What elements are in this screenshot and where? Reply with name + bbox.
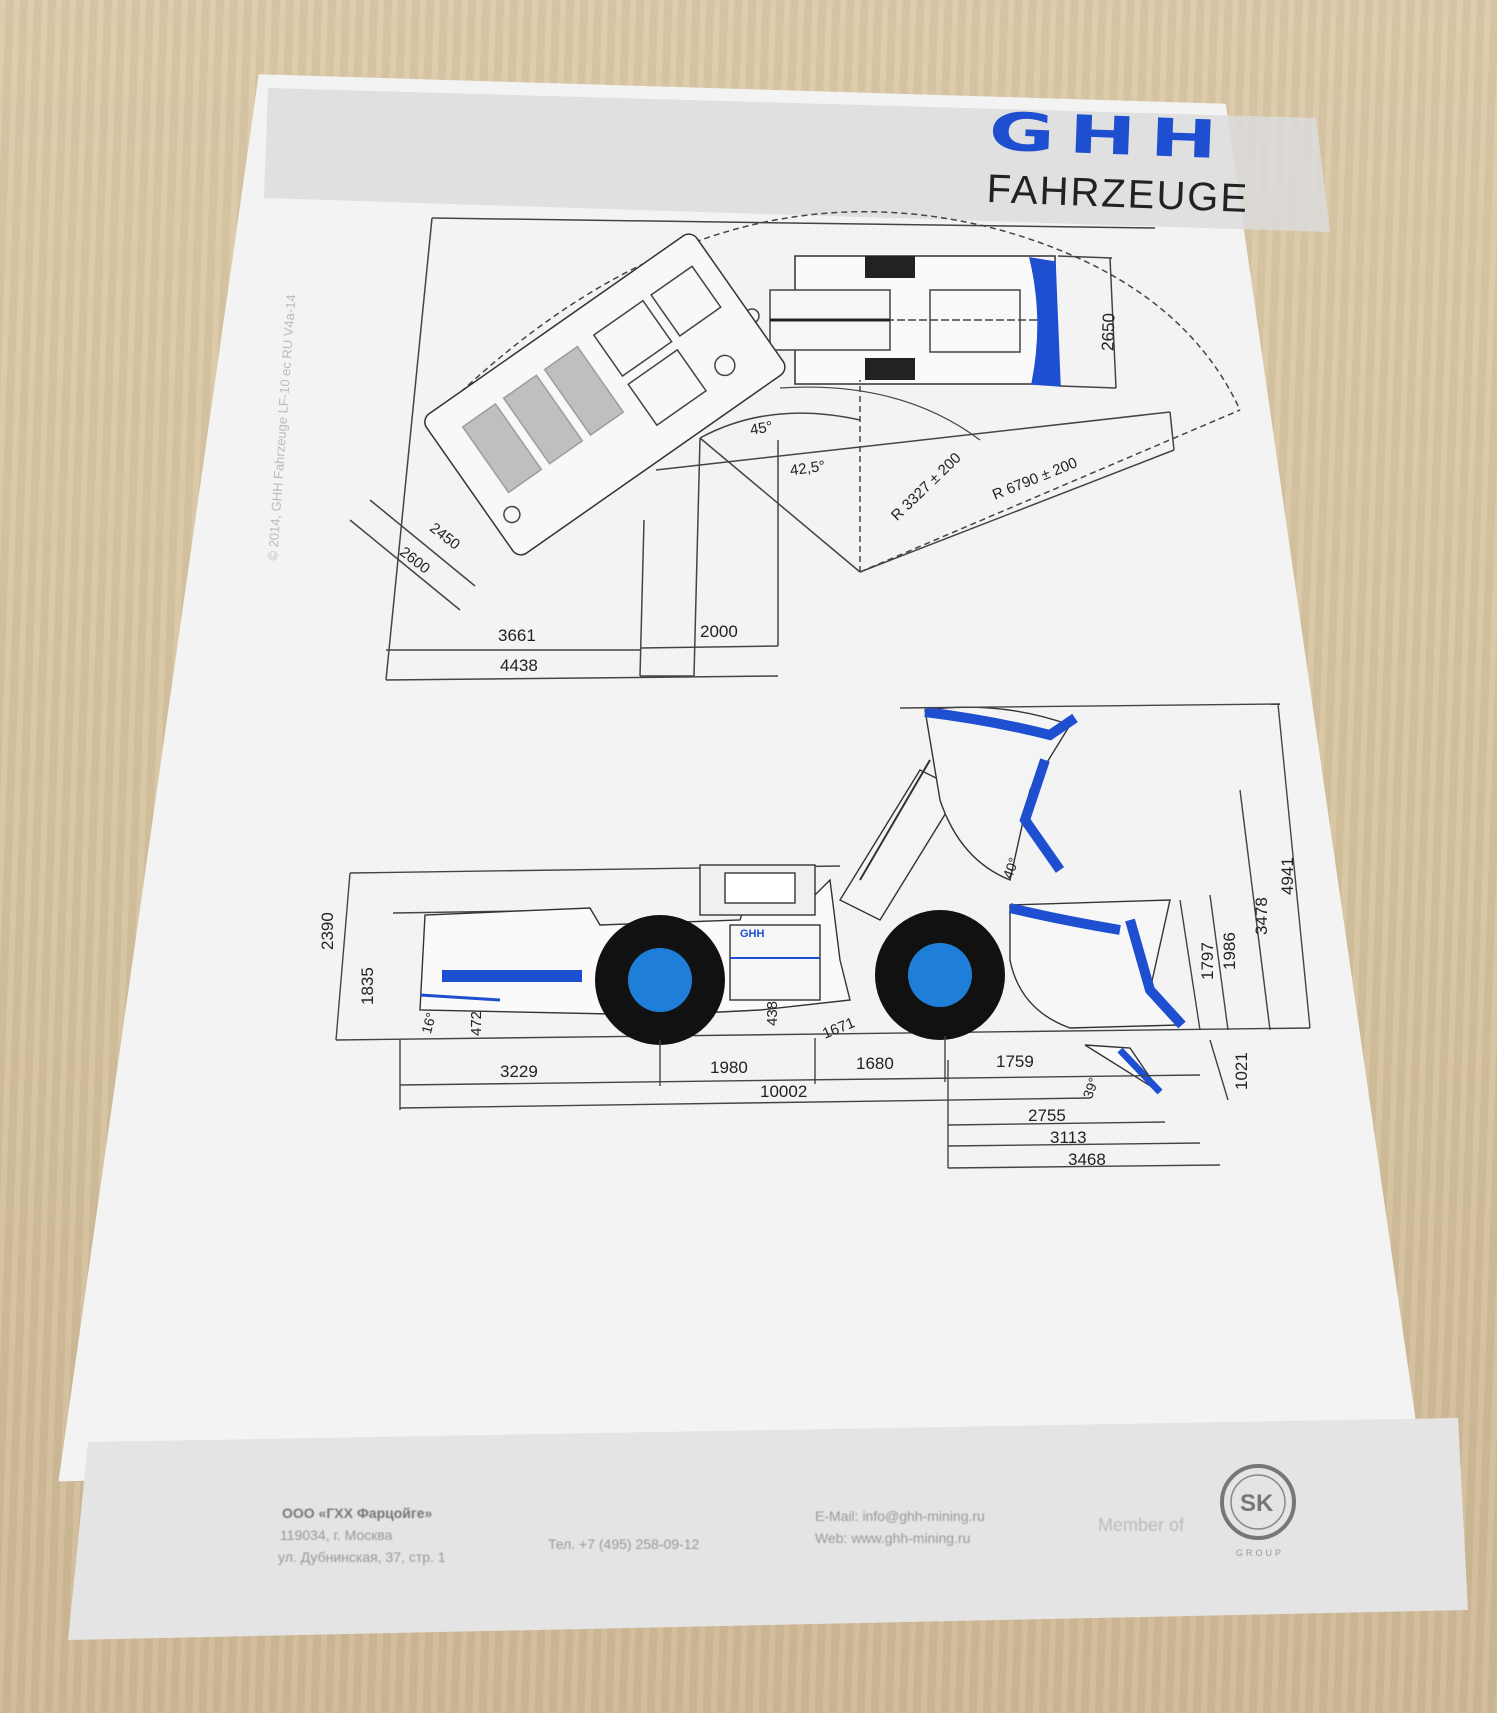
dim-2650-line <box>1109 257 1117 389</box>
dim-label: 3468 <box>1068 1150 1106 1169</box>
front-bucket-blue <box>1029 257 1061 387</box>
front-tyre-2 <box>865 358 915 380</box>
ghh-logo: GHH FAHRZEUGE <box>986 101 1290 223</box>
dim-label: 3478 <box>1252 897 1271 935</box>
dim-label: 1980 <box>710 1058 748 1077</box>
group-logo-word: GROUP <box>1236 1548 1285 1558</box>
lowered-bucket <box>1009 899 1182 1029</box>
footer-postal: 119034, г. Москва <box>280 1527 393 1543</box>
sk-group-logo <box>1220 1464 1296 1540</box>
front-hub <box>908 943 972 1007</box>
footer-email: E-Mail: info@ghh-mining.ru <box>815 1508 985 1524</box>
dim-label: 1797 <box>1198 942 1217 980</box>
company-name: ООО «ГХХ Фарцойге» <box>282 1505 433 1521</box>
footer-street: ул. Дубнинская, 37, стр. 1 <box>278 1549 446 1565</box>
footer-band <box>68 1418 1468 1640</box>
header-band <box>264 88 1330 232</box>
dim-label: 1835 <box>358 967 377 1005</box>
dim-label: 472 <box>468 1010 485 1036</box>
dim-label: 3229 <box>500 1062 538 1081</box>
front-tyre-1 <box>865 256 915 278</box>
machine-body-label: GHH <box>740 928 765 940</box>
frame-bottom <box>385 675 779 681</box>
dim-label: 1021 <box>1232 1052 1251 1090</box>
footer-web: Web: www.ghh-mining.ru <box>815 1530 971 1546</box>
dim-label: 2650 <box>1098 312 1119 352</box>
dim-label: 1986 <box>1220 932 1239 970</box>
dim-label: 4941 <box>1278 857 1297 895</box>
blue-stripe <box>442 970 582 982</box>
dim-label: 2755 <box>1028 1106 1066 1125</box>
frame-top <box>431 217 1156 229</box>
dim-label: 4438 <box>500 656 538 675</box>
top-view-drawing <box>349 210 1241 681</box>
turning-arc-inner <box>779 386 981 441</box>
dim-label: 438 <box>764 1000 781 1026</box>
dim-label: 3661 <box>498 626 536 645</box>
footer-member-of: Member of <box>1098 1515 1185 1535</box>
footer-phone: Тел. +7 (495) 258-09-12 <box>548 1536 700 1552</box>
dim-label: 1759 <box>996 1052 1034 1071</box>
dim-label: 1680 <box>856 1054 894 1073</box>
dim-label: 10002 <box>760 1082 808 1101</box>
dim-label: 3113 <box>1050 1128 1087 1147</box>
ground-line <box>335 1027 1311 1041</box>
turning-arc-outer <box>431 210 1241 421</box>
frame-left <box>385 217 433 681</box>
side-view-drawing <box>335 703 1311 1169</box>
dim-label: 2000 <box>700 622 738 641</box>
group-logo-letters: SK <box>1240 1490 1274 1517</box>
rear-hub <box>628 948 692 1012</box>
footer-company: ООО «ГХХ Фарцойге» <box>282 1505 432 1521</box>
dim-label: 2390 <box>318 912 337 950</box>
dump-bucket-small <box>1084 1044 1161 1093</box>
